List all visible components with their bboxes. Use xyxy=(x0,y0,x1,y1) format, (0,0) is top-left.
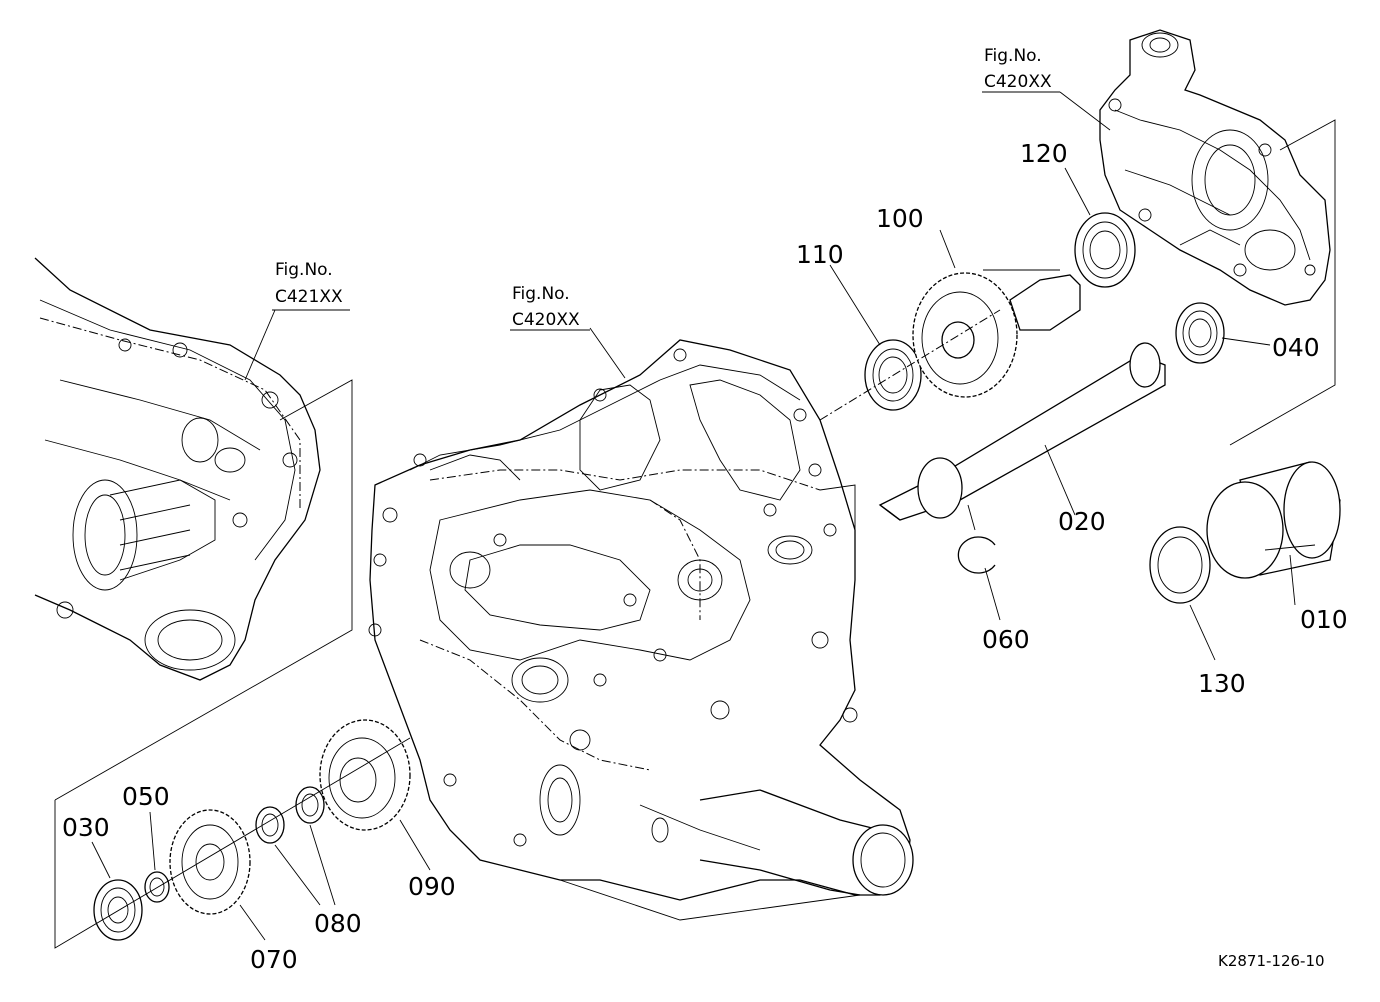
right-cover-housing xyxy=(1099,29,1331,306)
callout-070: 070 xyxy=(250,945,298,974)
center-axis-line xyxy=(819,309,1001,421)
snap-ring-060 xyxy=(957,536,996,574)
gear-070 xyxy=(169,809,251,915)
callout-040: 040 xyxy=(1272,333,1320,362)
right-frame-line xyxy=(1229,119,1336,446)
callout-080: 080 xyxy=(314,909,362,938)
callout-130: 130 xyxy=(1198,669,1246,698)
callout-120: 120 xyxy=(1020,139,1068,168)
shaft-020 xyxy=(878,342,1166,521)
callout-020: 020 xyxy=(1058,507,1106,536)
bearing-120 xyxy=(1074,212,1136,288)
callout-100: 100 xyxy=(876,204,924,233)
fig-ref-center-line2: C420XX xyxy=(512,310,580,330)
callout-030: 030 xyxy=(62,813,110,842)
fig-ref-top-right-line2: C420XX xyxy=(984,72,1052,92)
fig-ref-top-right-line1: Fig.No. xyxy=(984,46,1042,66)
lower-frame-line xyxy=(54,737,411,949)
fig-ref-left-line2: C421XX xyxy=(275,287,343,307)
leader-lines xyxy=(91,91,1296,941)
callout-010: 010 xyxy=(1300,605,1348,634)
fig-ref-center-line1: Fig.No. xyxy=(512,284,570,304)
callout-050: 050 xyxy=(122,782,170,811)
gear-090 xyxy=(319,719,411,831)
callout-060: 060 xyxy=(982,625,1030,654)
seal-130 xyxy=(1149,526,1211,604)
callout-110: 110 xyxy=(796,240,844,269)
fig-ref-left-line1: Fig.No. xyxy=(275,260,333,280)
bearing-030 xyxy=(93,879,143,941)
bearing-040 xyxy=(1175,302,1225,364)
callout-090: 090 xyxy=(408,872,456,901)
washer-050 xyxy=(144,871,170,903)
gear-100 xyxy=(912,272,1081,398)
sleeve-010 xyxy=(1206,461,1341,579)
left-frame-line xyxy=(54,379,353,801)
drawing-number: K2871-126-10 xyxy=(1218,952,1325,970)
left-transmission-case xyxy=(34,257,321,681)
center-transmission-case xyxy=(368,339,914,921)
